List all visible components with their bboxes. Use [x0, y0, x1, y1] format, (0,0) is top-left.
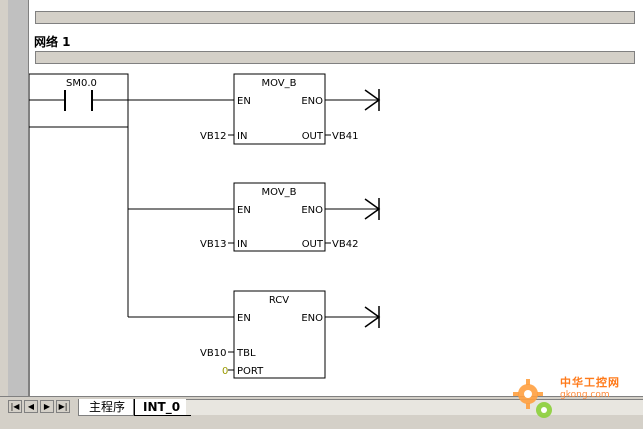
- watermark-logo: 中华工控网 gkong.com: [510, 370, 643, 428]
- next-icon[interactable]: ▶: [40, 400, 54, 413]
- box-1-title: MOV_B: [261, 78, 296, 89]
- box-2-en: EN: [237, 205, 251, 216]
- box-1-in-operand: VB12: [200, 131, 226, 142]
- mov-b-box-2: [233, 182, 326, 252]
- network-comment-bar[interactable]: [35, 51, 635, 64]
- box-3-title: RCV: [269, 295, 289, 306]
- editor-left-margin: [8, 0, 29, 396]
- sheet-tab-bar: |◀ ◀ ▶ ▶| 主程序 INT_0: [0, 396, 643, 429]
- box-2-eno: ENO: [301, 205, 323, 216]
- ladder-diagram: SM0.0 MOV_B EN ENO IN OUT VB12 VB41: [29, 73, 381, 396]
- ladder-editor-area[interactable]: 网络 1 SM0.0 MOV_B EN ENO IN OUT VB12: [29, 0, 643, 396]
- box-3-port: PORT: [237, 366, 264, 377]
- watermark-url: gkong.com: [560, 390, 610, 400]
- box-3-eno: ENO: [301, 313, 323, 324]
- box-2-out-operand: VB42: [332, 239, 358, 250]
- box-1-en: EN: [237, 96, 251, 107]
- contact-address: SM0.0: [66, 78, 97, 89]
- box-3-tbl: TBL: [236, 348, 256, 359]
- prev-icon[interactable]: ◀: [24, 400, 38, 413]
- tab-int0[interactable]: INT_0: [134, 399, 192, 416]
- box-1-out: OUT: [302, 131, 324, 142]
- box-3-en: EN: [237, 313, 251, 324]
- mov-b-box-1: [233, 73, 326, 145]
- box-3-port-operand: 0: [222, 366, 228, 377]
- rcv-box: [233, 290, 326, 379]
- box-2-in-operand: VB13: [200, 239, 226, 250]
- box-2-in: IN: [237, 239, 247, 250]
- program-comment-bar[interactable]: [35, 11, 635, 24]
- box-1-in: IN: [237, 131, 247, 142]
- box-3-tbl-operand: VB10: [200, 348, 226, 359]
- box-2-title: MOV_B: [261, 187, 296, 198]
- watermark-text: 中华工控网: [560, 376, 620, 389]
- tab-main-program[interactable]: 主程序: [78, 399, 135, 416]
- box-1-out-operand: VB41: [332, 131, 358, 142]
- first-icon[interactable]: |◀: [8, 400, 22, 413]
- box-2-out: OUT: [302, 239, 324, 250]
- box-1-eno: ENO: [301, 96, 323, 107]
- gear-icon: [513, 379, 552, 418]
- network-title: 网络 1: [34, 35, 71, 49]
- last-icon[interactable]: ▶|: [56, 400, 70, 413]
